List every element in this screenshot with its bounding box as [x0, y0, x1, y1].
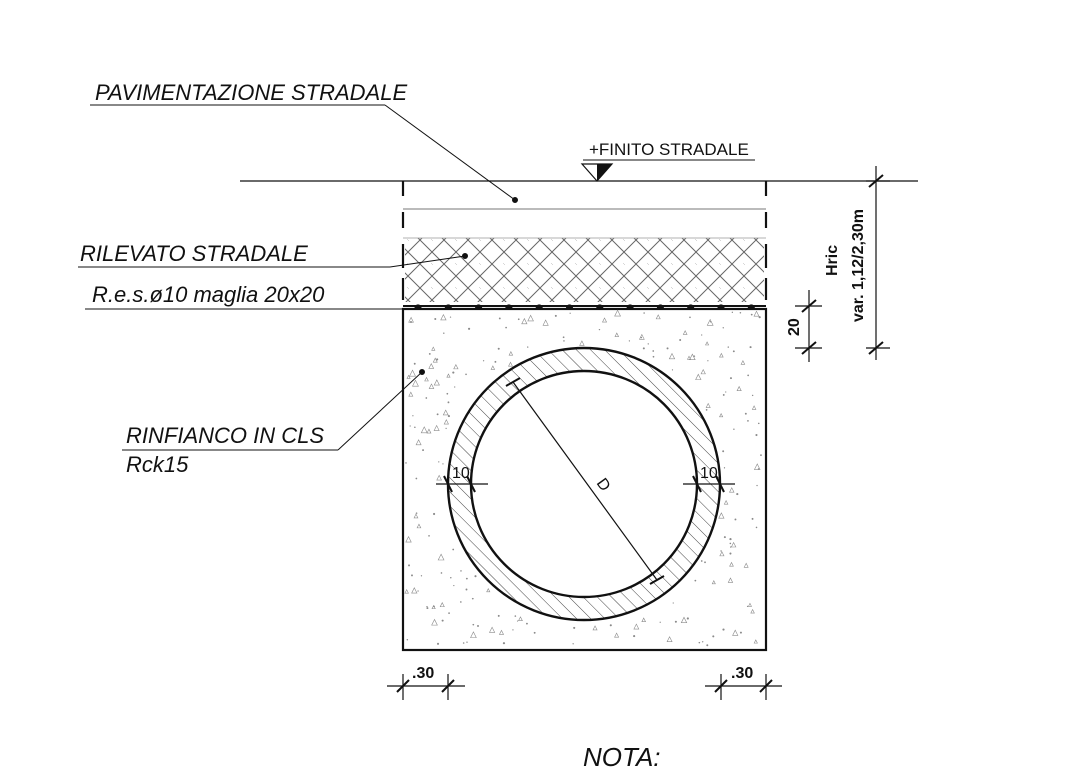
label-finito: +FINITO STRADALE: [589, 140, 749, 159]
side-right-dimension: [705, 674, 782, 700]
hric-value: var. 1,12/2,30m: [850, 209, 867, 322]
layer-20-dimension: [795, 290, 822, 362]
leader-rilevato: [78, 253, 468, 268]
label-rinfianco: RINFIANCO IN CLS: [126, 423, 324, 448]
label-pavimentazione: PAVIMENTAZIONE STRADALE: [95, 80, 407, 105]
diameter-dimension: [505, 377, 665, 585]
wall-thickness-left-label: 10: [452, 465, 470, 482]
label-res: R.e.s.ø10 maglia 20x20: [92, 282, 325, 307]
label-rilevato: RILEVATO STRADALE: [80, 241, 308, 266]
wall-thickness-right: [683, 475, 735, 493]
rilevato-hatch: [405, 238, 764, 302]
wall-thickness-right-label: 10: [700, 465, 718, 482]
leader-rinfianco: [122, 369, 425, 451]
layer-20-label: 20: [786, 318, 803, 336]
leader-pavimentazione: [90, 104, 518, 203]
nota-heading: NOTA:: [583, 742, 661, 772]
side-left-dimension: [387, 674, 465, 700]
hric-label: Hric: [824, 245, 841, 276]
wall-thickness-left: [436, 475, 488, 493]
label-rck: Rck15: [126, 452, 189, 477]
side-right-label: .30: [731, 665, 753, 682]
side-left-label: .30: [412, 665, 434, 682]
finito-marker: [580, 159, 755, 182]
hric-dimension: [866, 166, 890, 360]
trench-walls: [401, 181, 768, 300]
pipe: [446, 346, 722, 622]
